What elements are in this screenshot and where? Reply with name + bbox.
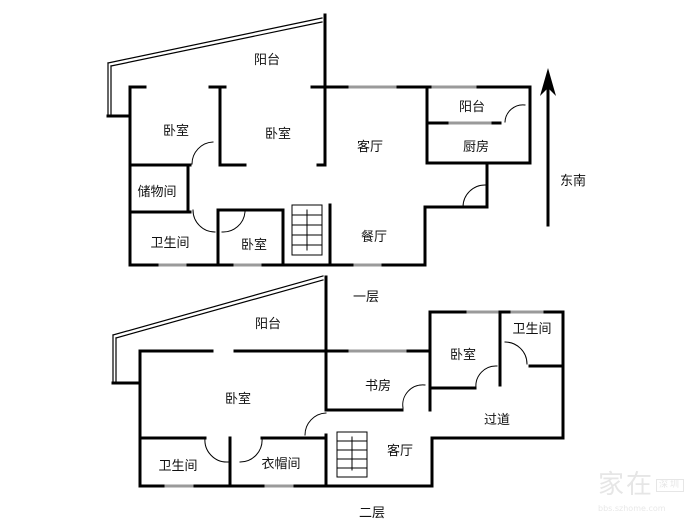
room-label: 厨房 (462, 140, 490, 155)
room-label: 卧室 (449, 348, 477, 363)
watermark-logo: 家在 深圳 bbs.szhome.com (598, 470, 685, 514)
room-label: 衣帽间 (261, 457, 301, 472)
room-label: 卧室 (162, 124, 190, 139)
floor2-windows (164, 310, 544, 488)
floor1-walls (106, 13, 532, 267)
room-label: 卧室 (264, 127, 292, 142)
room-label: 卫生间 (158, 459, 198, 474)
room-label: 客厅 (386, 444, 414, 459)
watermark-brand-row: 家在 深圳 (598, 470, 685, 500)
floor2-doors (204, 341, 528, 463)
arrow-head-icon (540, 68, 556, 96)
floor2-stairs (336, 431, 368, 478)
room-label: 阳台 (254, 317, 282, 332)
floor1-stairs (291, 204, 323, 256)
room-label: 卫生间 (150, 236, 190, 251)
room-label: 储物间 (137, 185, 177, 200)
room-label: 书房 (364, 379, 392, 394)
floor1-windows (158, 85, 492, 267)
watermark-city: 深圳 (656, 478, 685, 492)
floor2-balcony-railing (112, 275, 324, 384)
room-label: 过道 (483, 413, 511, 428)
watermark-url: bbs.szhome.com (598, 504, 666, 513)
room-label: 卧室 (240, 238, 268, 253)
floor1-doors (191, 104, 526, 233)
floor2-walls (111, 275, 565, 488)
room-label: 餐厅 (360, 230, 388, 245)
room-label: 阳台 (253, 53, 281, 68)
compass-label: 东南 (559, 174, 587, 189)
floor1-balcony-railing (107, 17, 323, 117)
floor2-title: 二层 (358, 506, 386, 521)
floor1-title: 一层 (352, 290, 380, 305)
watermark-brand: 家在 (598, 470, 655, 500)
room-label: 卫生间 (512, 322, 552, 337)
room-label: 阳台 (458, 100, 486, 115)
room-label: 客厅 (356, 140, 384, 155)
room-label: 卧室 (224, 392, 252, 407)
